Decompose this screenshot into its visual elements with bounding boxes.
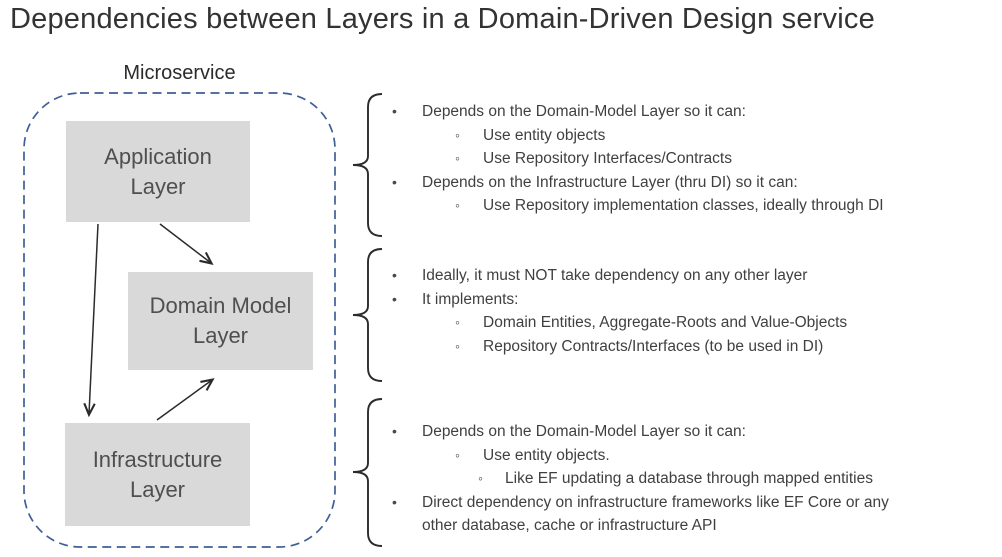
bullet-disc-icon: • (392, 493, 397, 510)
microservice-boundary-label: Microservice (123, 62, 236, 84)
bullet-circle-icon: ◦ (455, 197, 460, 213)
annotation-item: ◦ Repository Contracts/Interfaces (to be … (384, 335, 998, 359)
annotation-text: Ideally, it must NOT take dependency on … (422, 267, 808, 284)
bullet-disc-icon: • (392, 423, 397, 439)
bullet-circle-icon: ◦ (455, 337, 460, 354)
annotation-item: ◦ Like EF updating a database through map… (384, 467, 998, 491)
annotation-text: Use Repository Interfaces/Contracts (483, 150, 732, 167)
annotation-item: • Depends on the Domain-Model Layer so it… (384, 100, 998, 124)
layer-label: Domain Model Layer (149, 293, 292, 348)
bullet-circle-icon: ◦ (455, 446, 460, 463)
brace-application-icon (352, 93, 383, 237)
arrow-infrastructure-to-domain-icon (156, 378, 215, 421)
annotation-item: • It implements: (384, 288, 998, 312)
annotation-text: Use entity objects. (483, 446, 610, 464)
annotation-item: ◦ Use entity objects (384, 124, 998, 148)
annotation-block-application: • Depends on the Domain-Model Layer so it… (384, 100, 998, 218)
brace-domain-icon (352, 248, 383, 382)
annotation-text: Depends on the Domain-Model Layer so it … (422, 423, 746, 440)
arrow-application-to-infrastructure-icon (83, 223, 99, 418)
annotation-text: Repository Contracts/Interfaces (to be u… (483, 337, 824, 355)
bullet-disc-icon: • (392, 267, 397, 283)
annotation-text: Use Repository implementation classes, i… (483, 197, 884, 214)
bullet-circle-icon: ◦ (455, 150, 460, 166)
annotation-item: • Depends on the Domain-Model Layer so it… (384, 420, 998, 444)
annotation-text: It implements: (422, 290, 519, 308)
annotation-text: Use entity objects (483, 126, 606, 144)
annotation-text: Depends on the Domain-Model Layer so it … (422, 103, 746, 120)
bullet-circle-icon: ◦ (478, 470, 483, 486)
bullet-disc-icon: • (392, 103, 397, 119)
annotation-text: Direct dependency on infrastructure fram… (422, 493, 889, 535)
annotation-text: Domain Entities, Aggregate-Roots and Val… (483, 314, 848, 331)
bullet-disc-icon: • (392, 290, 397, 307)
bullet-circle-icon: ◦ (455, 126, 460, 143)
annotation-item: ◦ Use Repository implementation classes, … (384, 194, 998, 218)
page-title: Dependencies between Layers in a Domain-… (10, 3, 875, 35)
annotation-text: Depends on the Infrastructure Layer (thr… (422, 173, 798, 191)
bullet-circle-icon: ◦ (455, 314, 460, 330)
annotation-text: Like EF updating a database through mapp… (505, 470, 873, 487)
layer-label: Application Layer (104, 143, 212, 199)
annotation-item: ◦ Use entity objects. (384, 444, 998, 468)
layer-box-infrastructure: Infrastructure Layer (65, 423, 250, 526)
annotation-block-domain-model: • Ideally, it must NOT take dependency on… (384, 264, 998, 358)
arrow-application-to-domain-icon (159, 223, 214, 265)
annotation-item: • Direct dependency on infrastructure fra… (384, 491, 998, 538)
annotation-item: • Depends on the Infrastructure Layer (th… (384, 171, 998, 195)
brace-infrastructure-icon (352, 398, 383, 547)
annotation-item: ◦ Domain Entities, Aggregate-Roots and Va… (384, 311, 998, 335)
layer-label: Infrastructure Layer (92, 446, 223, 502)
layer-box-application: Application Layer (66, 121, 250, 222)
layer-box-domain-model: Domain Model Layer (128, 272, 313, 370)
annotation-item: ◦ Use Repository Interfaces/Contracts (384, 147, 998, 171)
annotation-block-infrastructure: • Depends on the Domain-Model Layer so it… (384, 420, 998, 538)
annotation-item: • Ideally, it must NOT take dependency on… (384, 264, 998, 288)
bullet-disc-icon: • (392, 173, 397, 190)
